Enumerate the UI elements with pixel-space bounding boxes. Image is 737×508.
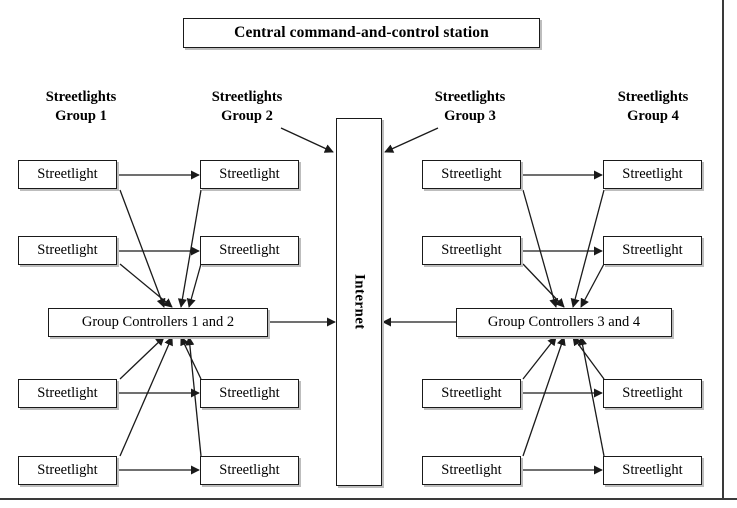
streetlight-label: Streetlight bbox=[622, 166, 683, 182]
streetlight-label: Streetlight bbox=[37, 166, 98, 182]
streetlight-g2-3[interactable]: Streetlight bbox=[200, 379, 299, 408]
streetlight-g1-3[interactable]: Streetlight bbox=[18, 379, 117, 408]
streetlight-g3-3[interactable]: Streetlight bbox=[422, 379, 521, 408]
group-label-3-line2: Group 3 bbox=[444, 107, 496, 124]
streetlight-label: Streetlight bbox=[37, 385, 98, 401]
streetlight-g4-1[interactable]: Streetlight bbox=[603, 160, 702, 189]
streetlight-label: Streetlight bbox=[441, 462, 502, 478]
streetlight-label: Streetlight bbox=[219, 166, 280, 182]
streetlight-label: Streetlight bbox=[622, 462, 683, 478]
group-label-4-line1: Streetlights bbox=[617, 89, 689, 105]
group-label-1-line1: Streetlights bbox=[45, 89, 117, 105]
streetlight-g2-1[interactable]: Streetlight bbox=[200, 160, 299, 189]
streetlight-label: Streetlight bbox=[219, 242, 280, 258]
group-label-4: Streetlights Group 4 bbox=[583, 88, 723, 125]
streetlight-label: Streetlight bbox=[37, 462, 98, 478]
streetlight-g1-4[interactable]: Streetlight bbox=[18, 456, 117, 485]
streetlight-g4-4[interactable]: Streetlight bbox=[603, 456, 702, 485]
streetlight-g3-4[interactable]: Streetlight bbox=[422, 456, 521, 485]
group-label-2-line1: Streetlights bbox=[211, 89, 283, 105]
group-controllers-1-2-box[interactable]: Group Controllers 1 and 2 bbox=[48, 308, 268, 337]
streetlight-label: Streetlight bbox=[441, 242, 502, 258]
page-border-bottom bbox=[0, 498, 737, 500]
streetlight-label: Streetlight bbox=[441, 166, 502, 182]
group-controllers-1-2-label: Group Controllers 1 and 2 bbox=[81, 314, 235, 330]
streetlight-label: Streetlight bbox=[219, 385, 280, 401]
internet-box[interactable]: Internet bbox=[336, 118, 382, 486]
group-controllers-3-4-box[interactable]: Group Controllers 3 and 4 bbox=[456, 308, 672, 337]
streetlight-g2-2[interactable]: Streetlight bbox=[200, 236, 299, 265]
streetlight-g4-3[interactable]: Streetlight bbox=[603, 379, 702, 408]
streetlight-g3-2[interactable]: Streetlight bbox=[422, 236, 521, 265]
streetlight-g4-2[interactable]: Streetlight bbox=[603, 236, 702, 265]
group-controllers-3-4-label: Group Controllers 3 and 4 bbox=[487, 314, 641, 330]
streetlight-g1-2[interactable]: Streetlight bbox=[18, 236, 117, 265]
streetlight-label: Streetlight bbox=[37, 242, 98, 258]
streetlight-label: Streetlight bbox=[622, 385, 683, 401]
streetlight-g1-1[interactable]: Streetlight bbox=[18, 160, 117, 189]
group-label-3: Streetlights Group 3 bbox=[400, 88, 540, 125]
group-label-2-line2: Group 2 bbox=[221, 107, 273, 124]
streetlight-g2-4[interactable]: Streetlight bbox=[200, 456, 299, 485]
page-border-right bbox=[722, 0, 724, 500]
streetlight-label: Streetlight bbox=[219, 462, 280, 478]
group-label-4-line2: Group 4 bbox=[627, 107, 679, 124]
group-label-2: Streetlights Group 2 bbox=[177, 88, 317, 125]
group-label-1: Streetlights Group 1 bbox=[11, 88, 151, 125]
internet-label: Internet bbox=[351, 274, 368, 330]
streetlight-label: Streetlight bbox=[622, 242, 683, 258]
streetlight-g3-1[interactable]: Streetlight bbox=[422, 160, 521, 189]
group-label-3-line1: Streetlights bbox=[434, 89, 506, 105]
central-station-label: Central command-and-control station bbox=[234, 24, 489, 41]
group-label-1-line2: Group 1 bbox=[55, 107, 107, 124]
streetlight-label: Streetlight bbox=[441, 385, 502, 401]
central-station-box[interactable]: Central command-and-control station bbox=[183, 18, 540, 48]
